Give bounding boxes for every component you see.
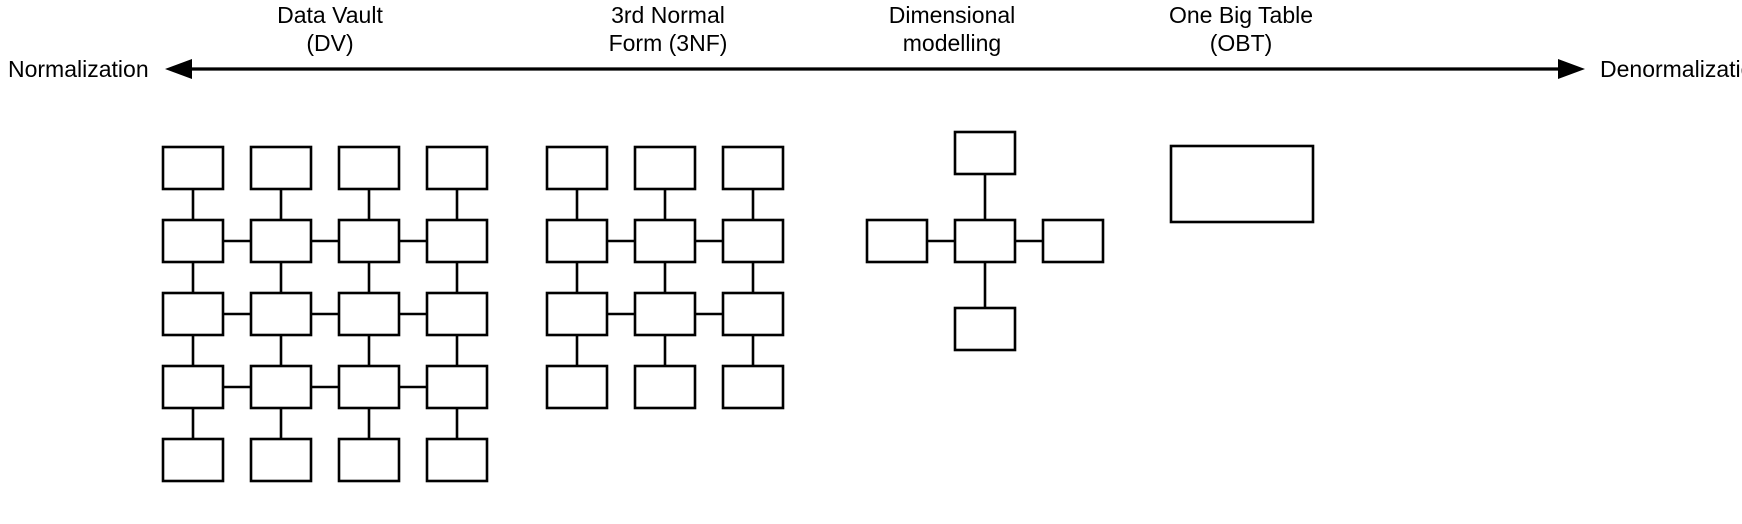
table-node — [721, 364, 785, 410]
table-node — [337, 364, 401, 410]
table-node — [249, 145, 313, 191]
table-node — [633, 218, 697, 264]
table-node — [249, 437, 313, 483]
table-node — [545, 145, 609, 191]
dimension-node-right — [1041, 218, 1105, 264]
stage-label-obt-line1: One Big Table — [1169, 2, 1313, 28]
table-node — [249, 218, 313, 264]
table-node — [161, 291, 225, 337]
table-node — [337, 218, 401, 264]
table-node — [545, 218, 609, 264]
table-node — [337, 437, 401, 483]
table-node — [721, 218, 785, 264]
stage-label-data-vault-line1: Data Vault — [277, 2, 383, 28]
table-node — [161, 145, 225, 191]
axis-right-arrowhead — [1558, 59, 1585, 79]
axis-left-arrowhead — [165, 59, 192, 79]
dimensional-modelling-schema — [865, 130, 1105, 352]
stage-label-dimensional-line1: Dimensional — [889, 2, 1016, 28]
table-node — [721, 291, 785, 337]
stage-label-data-vault-line2: (DV) — [306, 30, 353, 56]
stage-labels: Data Vault (DV) 3rd Normal Form (3NF) Di… — [277, 2, 1313, 56]
data-vault-schema — [161, 145, 489, 483]
stage-label-dimensional-line2: modelling — [903, 30, 1001, 56]
third-normal-form-schema — [545, 145, 785, 410]
stage-label-3nf-line1: 3rd Normal — [611, 2, 725, 28]
fact-node — [953, 218, 1017, 264]
one-big-table-schema — [1169, 144, 1315, 224]
table-node — [249, 364, 313, 410]
dimension-node-bottom — [953, 306, 1017, 352]
stage-label-obt-line2: (OBT) — [1210, 30, 1273, 56]
table-node — [425, 145, 489, 191]
one-big-table-node — [1169, 144, 1315, 224]
table-node — [161, 364, 225, 410]
denormalization-label: Denormalization — [1600, 56, 1742, 82]
table-node — [337, 145, 401, 191]
table-node — [425, 291, 489, 337]
spectrum-axis — [165, 59, 1585, 79]
table-node — [425, 218, 489, 264]
table-node — [633, 291, 697, 337]
table-node — [161, 218, 225, 264]
stage-label-3nf-line2: Form (3NF) — [609, 30, 728, 56]
dimension-node-left — [865, 218, 929, 264]
table-node — [337, 291, 401, 337]
table-node — [545, 291, 609, 337]
table-node — [425, 364, 489, 410]
normalization-label: Normalization — [8, 56, 149, 82]
table-node — [249, 291, 313, 337]
dimension-node-top — [953, 130, 1017, 176]
table-node — [721, 145, 785, 191]
table-node — [161, 437, 225, 483]
table-node — [545, 364, 609, 410]
table-node — [425, 437, 489, 483]
table-node — [633, 364, 697, 410]
table-node — [633, 145, 697, 191]
